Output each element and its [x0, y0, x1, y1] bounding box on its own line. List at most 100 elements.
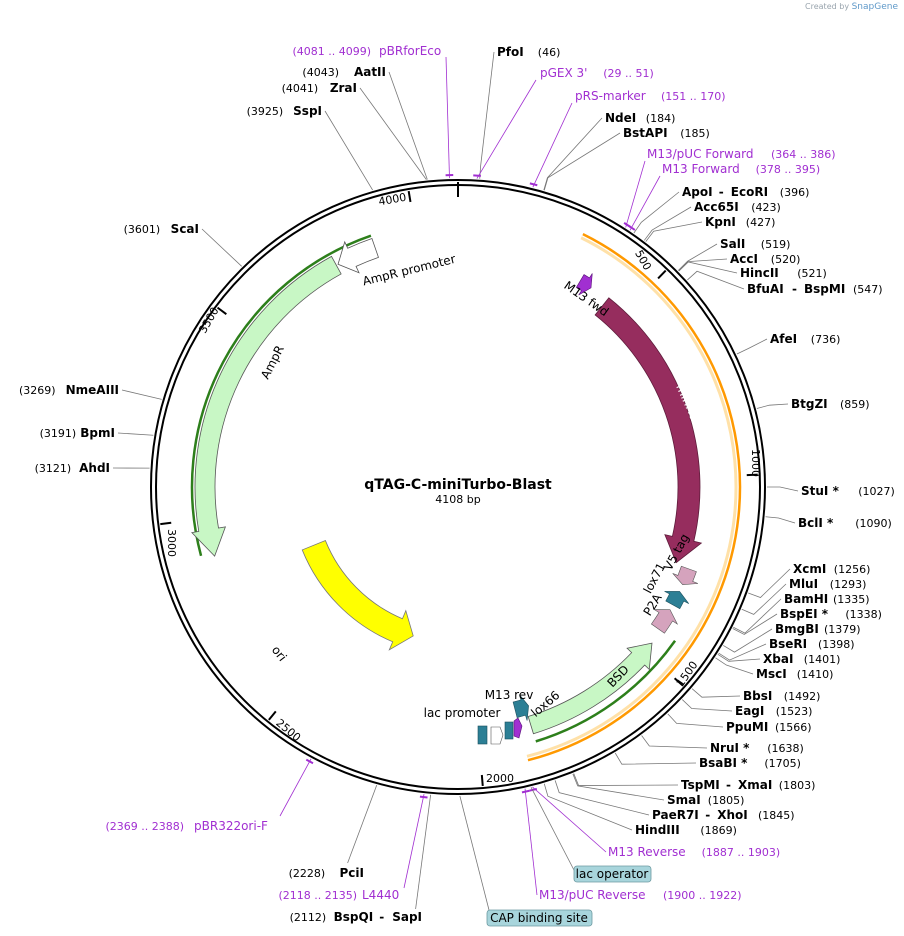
enzyme-name: MluI — [789, 577, 818, 591]
leader-5 — [645, 221, 703, 242]
primer-name: pBRforEco — [379, 44, 441, 58]
enzyme-pos: (1398) — [818, 638, 855, 651]
primer-name: pGEX 3' — [540, 66, 587, 80]
primer-leader-8 — [279, 758, 312, 817]
leader-29 — [554, 780, 650, 816]
primer-name: pRS-marker — [575, 89, 646, 103]
enzyme-pos: (3269) — [19, 384, 56, 397]
backbone-outer — [150, 179, 766, 795]
enzyme-name: AhdI — [79, 461, 110, 475]
enzyme-pos: (1090) — [855, 517, 892, 530]
enzyme-name: BspEI * — [780, 607, 829, 621]
leader-lines — [112, 51, 799, 911]
leader-2 — [543, 132, 621, 191]
enzyme-name: PfoI — [497, 45, 524, 59]
leader-22 — [691, 688, 741, 698]
leader-0 — [479, 51, 495, 179]
enzyme-dash: - — [726, 778, 731, 792]
leader-38 — [359, 87, 427, 180]
leader-3 — [633, 191, 680, 234]
enzyme-pos: (547) — [853, 283, 883, 296]
enzyme-name: ApoI — [682, 185, 713, 199]
miniturbo-arrow — [594, 297, 703, 564]
leader-7 — [678, 258, 728, 271]
enzyme-pos: (1845) — [758, 809, 795, 822]
enzyme-pos: (46) — [538, 46, 561, 59]
ampr-arrow — [191, 255, 342, 557]
enzyme-dash: - — [792, 282, 797, 296]
primer-name: M13/pUC Reverse — [539, 888, 646, 902]
enzyme-pos: (1638) — [767, 742, 804, 755]
enzyme-pos: (4043) — [302, 66, 339, 79]
leader-16 — [733, 598, 782, 634]
enzyme-name2: EcoRI — [731, 185, 768, 199]
enzyme-name: BfuAI — [747, 282, 784, 296]
primer-name: pBR322ori-F — [194, 819, 268, 833]
leader-14 — [748, 568, 791, 598]
enzyme-pos: (1705) — [764, 757, 801, 770]
leader-1 — [543, 117, 603, 191]
primer-mark — [529, 787, 538, 792]
tick-label: 2000 — [486, 772, 514, 785]
enzyme-pos: (1492) — [784, 690, 821, 703]
primer-pos: (1887 .. 1903) — [702, 846, 781, 859]
tick-3000 — [160, 521, 172, 526]
tick-label: 4000 — [377, 191, 407, 209]
enzyme-pos: (519) — [761, 238, 791, 251]
cap-site-label: CAP binding site — [490, 911, 588, 925]
lacpromoter-label: lac promoter — [424, 706, 501, 720]
enzyme-pos: (1293) — [830, 578, 867, 591]
enzyme-pos: (520) — [771, 253, 801, 266]
leader-23 — [681, 699, 733, 712]
enzyme-pos: (1401) — [804, 653, 841, 666]
lac-promoter-arrow — [490, 726, 504, 745]
enzyme-pos: (1803) — [779, 779, 816, 792]
enzyme-name: BspQI — [334, 910, 374, 924]
ori-arrow — [301, 540, 414, 651]
enzyme-pos: (1805) — [708, 794, 745, 807]
lac-operator-box — [573, 865, 652, 883]
enzyme-name: XcmI — [793, 562, 826, 576]
leader-8 — [678, 261, 738, 274]
orange-arc — [527, 233, 742, 762]
enzyme-dash: - — [379, 910, 384, 924]
enzyme-pos: (184) — [646, 112, 676, 125]
enzyme-pos: (396) — [780, 186, 810, 199]
primer-pos: (2369 .. 2388) — [105, 820, 184, 833]
enzyme-pos: (1566) — [775, 721, 812, 734]
primer-leader-2 — [532, 102, 573, 188]
tick-label: 1000 — [749, 449, 762, 477]
enzyme-name: SspI — [293, 104, 322, 118]
enzyme-name: MscI — [756, 667, 787, 681]
leader-30 — [543, 783, 633, 831]
enzyme-name: PpuMI — [726, 720, 768, 734]
enzyme-name: HincII — [740, 266, 779, 280]
enzyme-name: BclI * — [798, 516, 834, 530]
enzyme-name: AccI — [730, 252, 758, 266]
primer-name: M13 Reverse — [608, 845, 686, 859]
leader-26 — [614, 752, 697, 765]
m13rev-arrow — [513, 717, 523, 739]
lox71-label: lox71 — [641, 560, 669, 595]
leader-39 — [388, 71, 428, 180]
enzyme-pos: (1410) — [797, 668, 834, 681]
primer-leader-3 — [625, 160, 646, 228]
primer-name: M13 Forward — [662, 162, 740, 176]
m13rev-label: M13 rev — [485, 688, 534, 702]
enzyme-pos: (1256) — [834, 563, 871, 576]
enzyme-name: AfeI — [770, 332, 797, 346]
enzyme-name: SmaI — [667, 793, 701, 807]
primer-pos: (1900 .. 1922) — [663, 889, 742, 902]
plasmid-length: 4108 bp — [435, 493, 480, 506]
leader-9 — [687, 270, 745, 290]
enzyme-name: BbsI — [743, 689, 772, 703]
enzyme-name: ZraI — [330, 81, 357, 95]
enzyme-name2: XhoI — [717, 808, 748, 822]
enzyme-name: BmgBI — [775, 622, 819, 636]
ori-label: ori — [269, 643, 290, 664]
primer-pos: (151 .. 170) — [661, 90, 726, 103]
ampr-promoter-arrow — [337, 237, 379, 274]
primer-pos: (364 .. 386) — [771, 148, 836, 161]
enzyme-pos: (1379) — [824, 623, 861, 636]
leader-36 — [201, 228, 242, 267]
